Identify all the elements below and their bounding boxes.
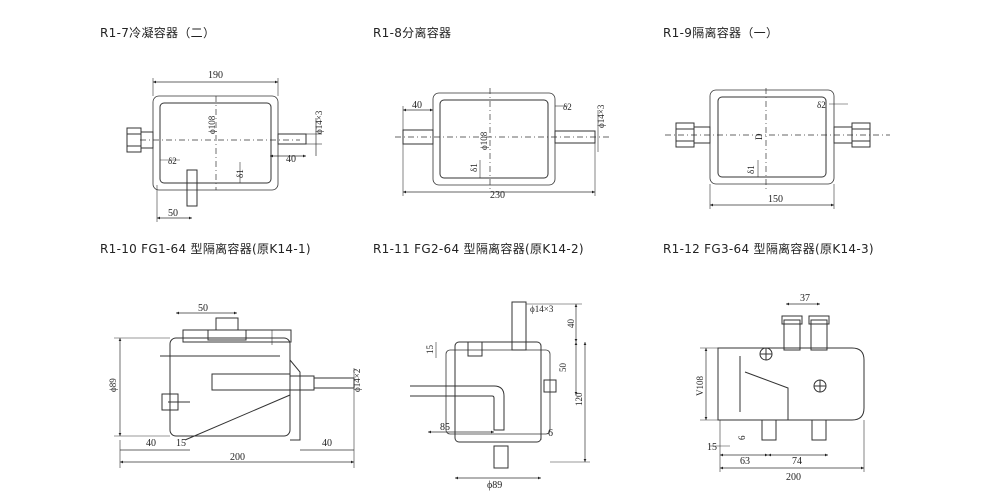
dim-r1-7-delta1: δ1: [235, 169, 245, 178]
dim-r1-12-63: 63: [740, 456, 750, 467]
dim-r1-7-50: 50: [168, 208, 178, 219]
dim-r1-12-6: 6: [737, 435, 747, 440]
dim-r1-11-85: 85: [440, 422, 450, 433]
dim-r1-12-15: 15: [707, 442, 717, 453]
dim-r1-7-phi108: ϕ108: [207, 115, 217, 134]
dim-r1-11-6: 6: [548, 428, 553, 439]
diagram-r1-7: [126, 78, 322, 222]
dim-r1-9-delta1: δ1: [746, 165, 756, 174]
dim-r1-7-delta2: δ2: [168, 156, 177, 166]
title-r1-7: R1-7冷凝容器（二）: [100, 26, 216, 40]
dim-r1-11-40: 40: [566, 319, 576, 329]
title-r1-8: R1-8分离容器: [373, 26, 452, 40]
diagram-r1-11: [410, 301, 590, 480]
dim-r1-7-width: 190: [208, 70, 223, 81]
dim-r1-11-50: 50: [558, 363, 568, 373]
dim-r1-9-delta2: δ2: [817, 100, 826, 110]
dim-r1-7-40: 40: [286, 154, 296, 165]
dim-r1-9-D: D: [754, 133, 764, 140]
title-r1-12: R1-12 FG3-64 型隔离容器(原K14-3): [663, 242, 874, 256]
dim-r1-10-width: 200: [230, 452, 245, 463]
dim-r1-8-width: 230: [490, 190, 505, 201]
dim-r1-9-width: 150: [768, 194, 783, 205]
dim-r1-12-74: 74: [792, 456, 802, 467]
dim-r1-11-120: 120: [574, 392, 584, 406]
dim-r1-10-15: 15: [176, 438, 186, 449]
dim-r1-8-40: 40: [412, 100, 422, 111]
dim-r1-8-delta1: δ1: [469, 163, 479, 172]
dim-r1-8-phi108: ϕ108: [479, 131, 489, 150]
dim-r1-10-phi89: ϕ89: [108, 378, 118, 392]
dim-r1-7-phi14x3: ϕ14×3: [314, 110, 324, 134]
dim-r1-12-v108: V108: [695, 376, 705, 396]
dim-r1-10-40b: 40: [322, 438, 332, 449]
dim-r1-8-delta2: δ2: [563, 102, 572, 112]
diagram-r1-8: [395, 88, 610, 196]
dim-r1-11-15: 15: [425, 345, 435, 355]
title-r1-9: R1-9隔离容器（一）: [663, 26, 779, 40]
diagram-r1-10: [114, 311, 355, 468]
title-r1-11: R1-11 FG2-64 型隔离容器(原K14-2): [373, 242, 584, 256]
dim-r1-8-phi14x3: ϕ14×3: [596, 104, 606, 128]
title-r1-10: R1-10 FG1-64 型隔离容器(原K14-1): [100, 242, 311, 256]
dim-r1-12-37: 37: [800, 293, 810, 304]
dim-r1-10-50: 50: [198, 303, 208, 314]
dim-r1-12-width: 200: [786, 472, 801, 483]
diagram-r1-12: [700, 302, 865, 472]
diagram-r1-9: [665, 88, 890, 209]
dim-r1-11-phi14x3: ϕ14×3: [530, 304, 554, 314]
dim-r1-10-40a: 40: [146, 438, 156, 449]
dim-r1-10-phi14x2: ϕ14×2: [352, 369, 362, 392]
dim-r1-11-phi89: ϕ89: [487, 480, 502, 491]
